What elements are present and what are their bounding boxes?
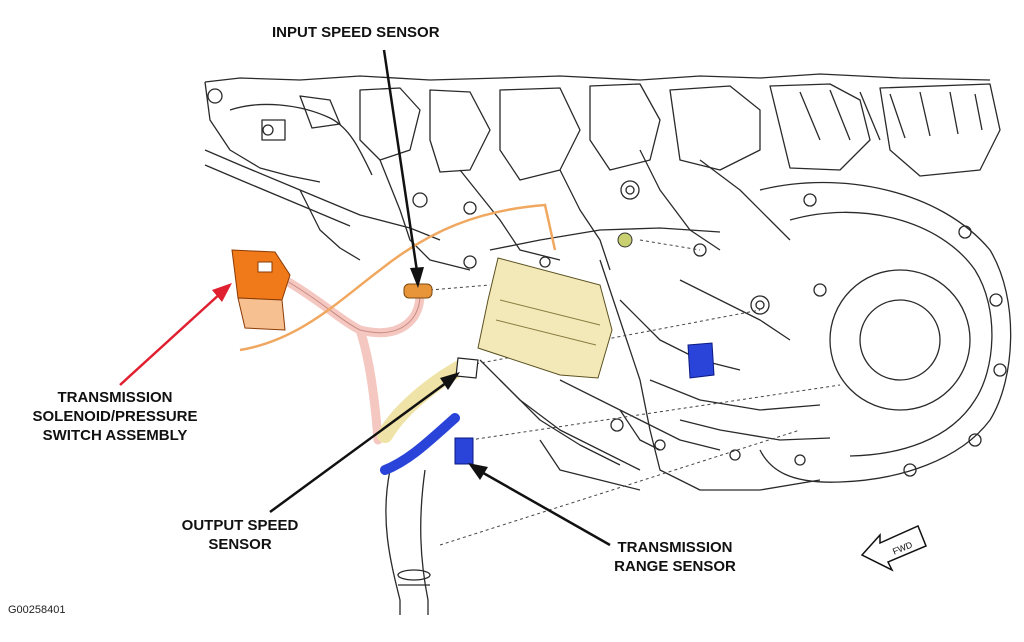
label-line: OUTPUT SPEED xyxy=(181,517,299,534)
fitting-detail xyxy=(617,232,633,248)
figure-id: G00258401 xyxy=(8,604,66,616)
callout-output-speed-arrow xyxy=(269,372,460,514)
label-output-speed-sensor: OUTPUT SPEED SENSOR xyxy=(160,516,320,554)
label-line: SWITCH ASSEMBLY xyxy=(42,427,188,444)
label-line: SENSOR xyxy=(208,536,272,553)
fwd-direction-icon xyxy=(860,524,927,572)
label-line: TRANSMISSION xyxy=(57,389,173,406)
engine-outline xyxy=(204,73,1012,615)
solenoid-assembly xyxy=(231,249,291,331)
orange-harness xyxy=(239,203,557,352)
callout-input-speed-arrow xyxy=(382,49,424,288)
output-speed-sensor xyxy=(377,357,479,443)
callout-range-sensor-arrow xyxy=(468,463,611,547)
callout-solenoid-arrow xyxy=(119,283,232,386)
label-input-speed-sensor: INPUT SPEED SENSOR xyxy=(272,24,440,41)
label-line: SOLENOID/PRESSURE xyxy=(32,408,198,425)
valve-body-module xyxy=(477,257,613,379)
label-range-sensor: TRANSMISSION RANGE SENSOR xyxy=(590,538,760,576)
label-line: TRANSMISSION xyxy=(617,539,733,556)
label-line: RANGE SENSOR xyxy=(614,558,736,575)
label-solenoid-assembly: TRANSMISSION SOLENOID/PRESSURE SWITCH AS… xyxy=(15,388,215,445)
range-sensor xyxy=(380,342,715,475)
